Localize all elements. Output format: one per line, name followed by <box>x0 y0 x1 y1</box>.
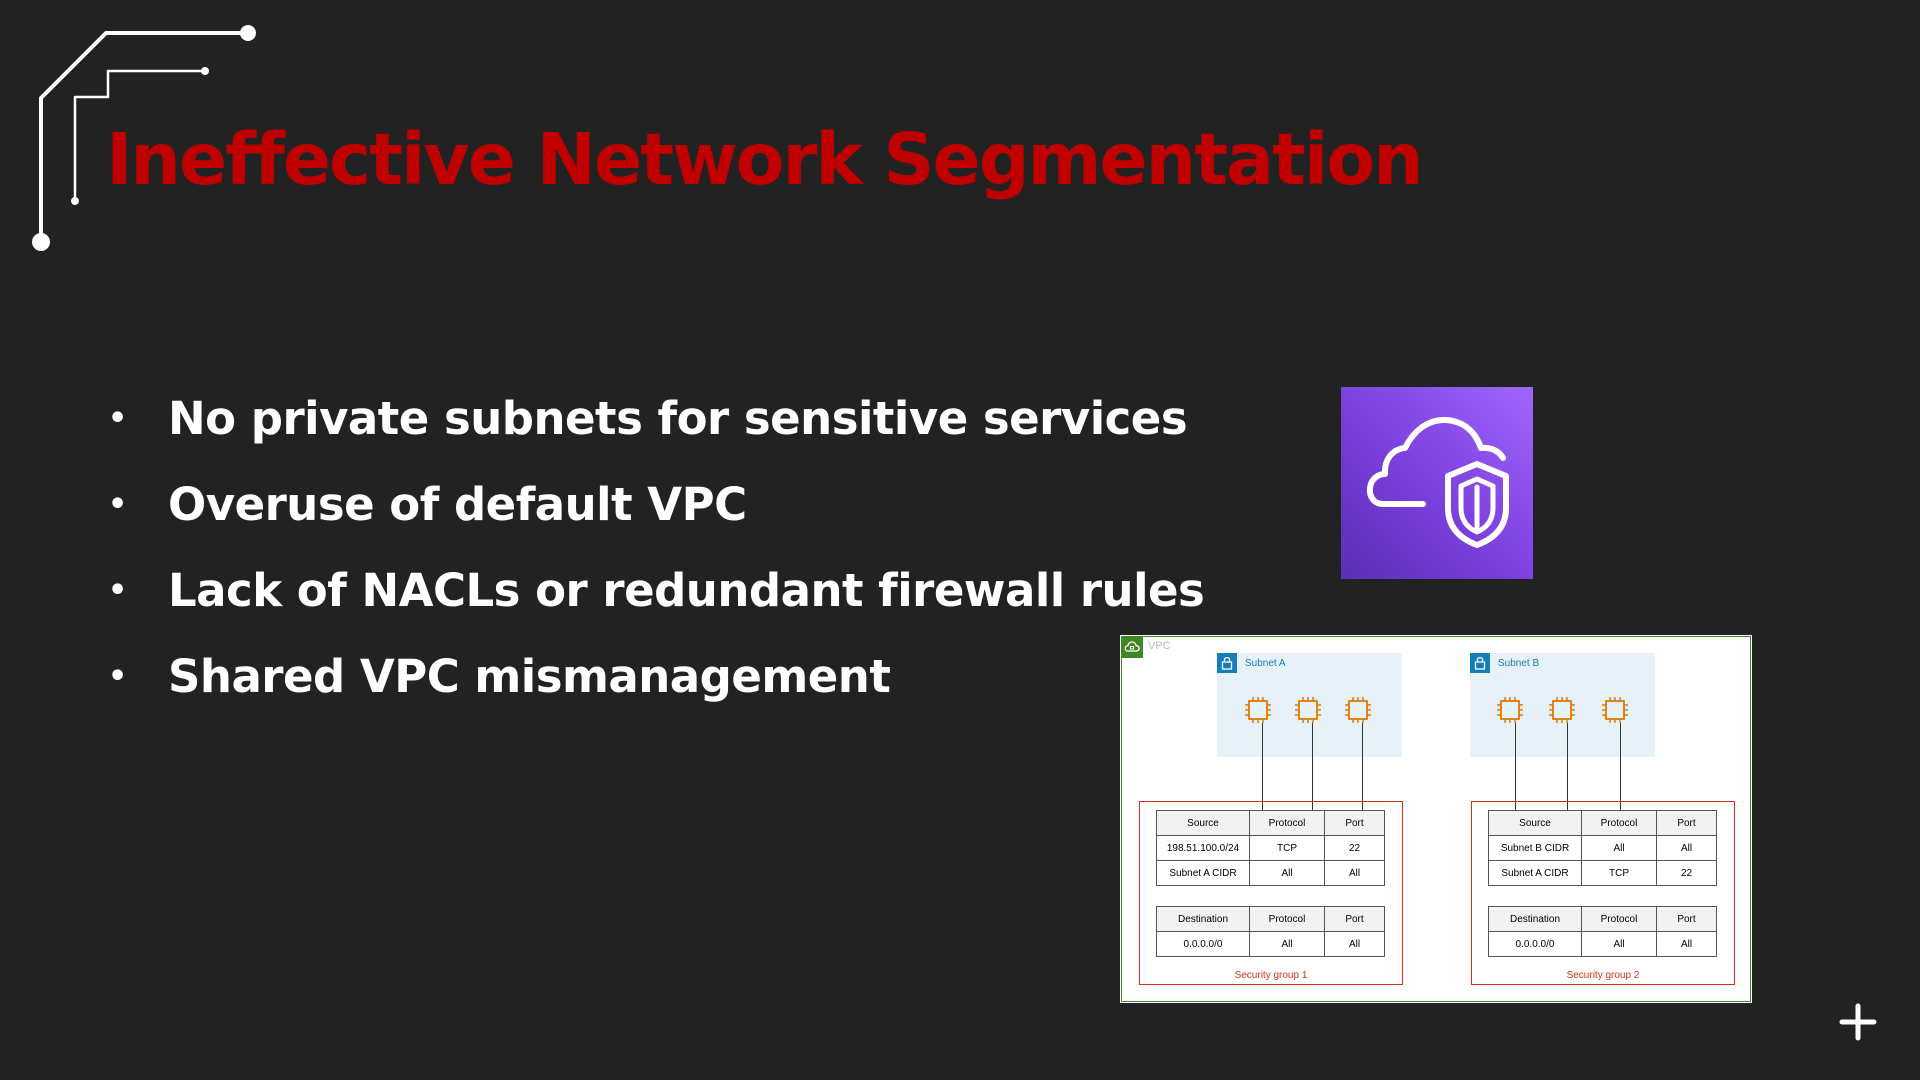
table-cell: 198.51.100.0/24 <box>1156 835 1250 861</box>
table-row: 0.0.0.0/0 All All <box>1488 931 1717 957</box>
table-header-cell: Port <box>1324 810 1385 836</box>
table-cell: Subnet A CIDR <box>1488 860 1582 886</box>
table-row: Subnet B CIDR All All <box>1488 835 1717 861</box>
inbound-rules-table: Source Protocol Port 198.51.100.0/24 TCP… <box>1156 810 1385 886</box>
table-cell: All <box>1656 931 1717 957</box>
vpc-label: VPC <box>1148 640 1171 652</box>
security-group-1: Source Protocol Port 198.51.100.0/24 TCP… <box>1139 801 1403 985</box>
vpc-boundary <box>1121 636 1751 1002</box>
subnet-b: Subnet B <box>1470 653 1655 757</box>
table-cell: 22 <box>1324 835 1385 861</box>
subnet-a: Subnet A <box>1217 653 1402 757</box>
security-group-2: Source Protocol Port Subnet B CIDR All A… <box>1471 801 1735 985</box>
bullet-text: Overuse of default VPC <box>168 478 747 531</box>
table-cell: All <box>1249 931 1325 957</box>
table-cell: All <box>1581 835 1657 861</box>
inbound-rules-table: Source Protocol Port Subnet B CIDR All A… <box>1488 810 1717 886</box>
vpc-diagram: VPC Subnet A <box>1120 635 1752 1003</box>
bullet-marker: • <box>108 487 127 522</box>
table-header-row: Source Protocol Port <box>1156 810 1385 836</box>
table-cell: 0.0.0.0/0 <box>1156 931 1250 957</box>
connector-line <box>1515 723 1516 836</box>
table-cell: 0.0.0.0/0 <box>1488 931 1582 957</box>
table-cell: All <box>1324 931 1385 957</box>
bullet-marker: • <box>108 401 127 436</box>
connector-line <box>1567 723 1568 836</box>
connector-line <box>1362 723 1363 836</box>
ec2-instance-icon <box>1602 697 1628 723</box>
circuit-lines-decoration <box>32 25 256 251</box>
ec2-instance-icon <box>1497 697 1523 723</box>
connector-line <box>1620 723 1621 836</box>
subnet-label: Subnet B <box>1498 658 1540 669</box>
connector-line <box>1262 723 1263 836</box>
table-cell: All <box>1324 860 1385 886</box>
lock-icon <box>1470 653 1490 673</box>
table-cell: All <box>1249 860 1325 886</box>
ec2-instance-icon <box>1295 697 1321 723</box>
table-header-cell: Destination <box>1156 906 1250 932</box>
security-group-label: Security group 1 <box>1234 970 1308 981</box>
table-cell: All <box>1656 835 1717 861</box>
bullet-text: No private subnets for sensitive service… <box>168 392 1188 445</box>
outbound-rules-table: Destination Protocol Port 0.0.0.0/0 All … <box>1156 906 1385 957</box>
table-header-row: Destination Protocol Port <box>1156 906 1385 932</box>
subnet-label: Subnet A <box>1245 658 1286 669</box>
ec2-instance-icon <box>1549 697 1575 723</box>
lock-icon <box>1217 653 1237 673</box>
bullet-text: Shared VPC mismanagement <box>168 650 891 703</box>
table-cell: 22 <box>1656 860 1717 886</box>
table-header-cell: Protocol <box>1581 906 1657 932</box>
table-row: 198.51.100.0/24 TCP 22 <box>1156 835 1385 861</box>
cloud-shield-tile <box>1341 387 1533 579</box>
table-row: Subnet A CIDR TCP 22 <box>1488 860 1717 886</box>
bullet-marker: • <box>108 659 127 694</box>
table-header-cell: Port <box>1656 810 1717 836</box>
table-row: Subnet A CIDR All All <box>1156 860 1385 886</box>
slide-title: Ineffective Network Segmentation <box>106 118 1424 201</box>
vpc-cloud-icon <box>1121 636 1143 658</box>
connector-line <box>1312 723 1313 836</box>
table-header-cell: Source <box>1488 810 1582 836</box>
table-header-cell: Protocol <box>1581 810 1657 836</box>
table-header-cell: Destination <box>1488 906 1582 932</box>
ec2-instance-icon <box>1245 697 1271 723</box>
plus-icon <box>1839 1003 1877 1041</box>
ec2-instance-icon <box>1345 697 1371 723</box>
table-cell: All <box>1581 931 1657 957</box>
bullet-marker: • <box>108 573 127 608</box>
table-header-cell: Port <box>1656 906 1717 932</box>
table-header-row: Source Protocol Port <box>1488 810 1717 836</box>
table-cell: TCP <box>1581 860 1657 886</box>
table-header-cell: Protocol <box>1249 810 1325 836</box>
table-cell: Subnet B CIDR <box>1488 835 1582 861</box>
cloud-shield-icon <box>1366 416 1509 548</box>
table-cell: Subnet A CIDR <box>1156 860 1250 886</box>
table-row: 0.0.0.0/0 All All <box>1156 931 1385 957</box>
table-cell: TCP <box>1249 835 1325 861</box>
table-header-cell: Protocol <box>1249 906 1325 932</box>
outbound-rules-table: Destination Protocol Port 0.0.0.0/0 All … <box>1488 906 1717 957</box>
table-header-cell: Source <box>1156 810 1250 836</box>
table-header-cell: Port <box>1324 906 1385 932</box>
table-header-row: Destination Protocol Port <box>1488 906 1717 932</box>
bullet-text: Lack of NACLs or redundant firewall rule… <box>168 564 1205 617</box>
security-group-label: Security group 2 <box>1566 970 1640 981</box>
